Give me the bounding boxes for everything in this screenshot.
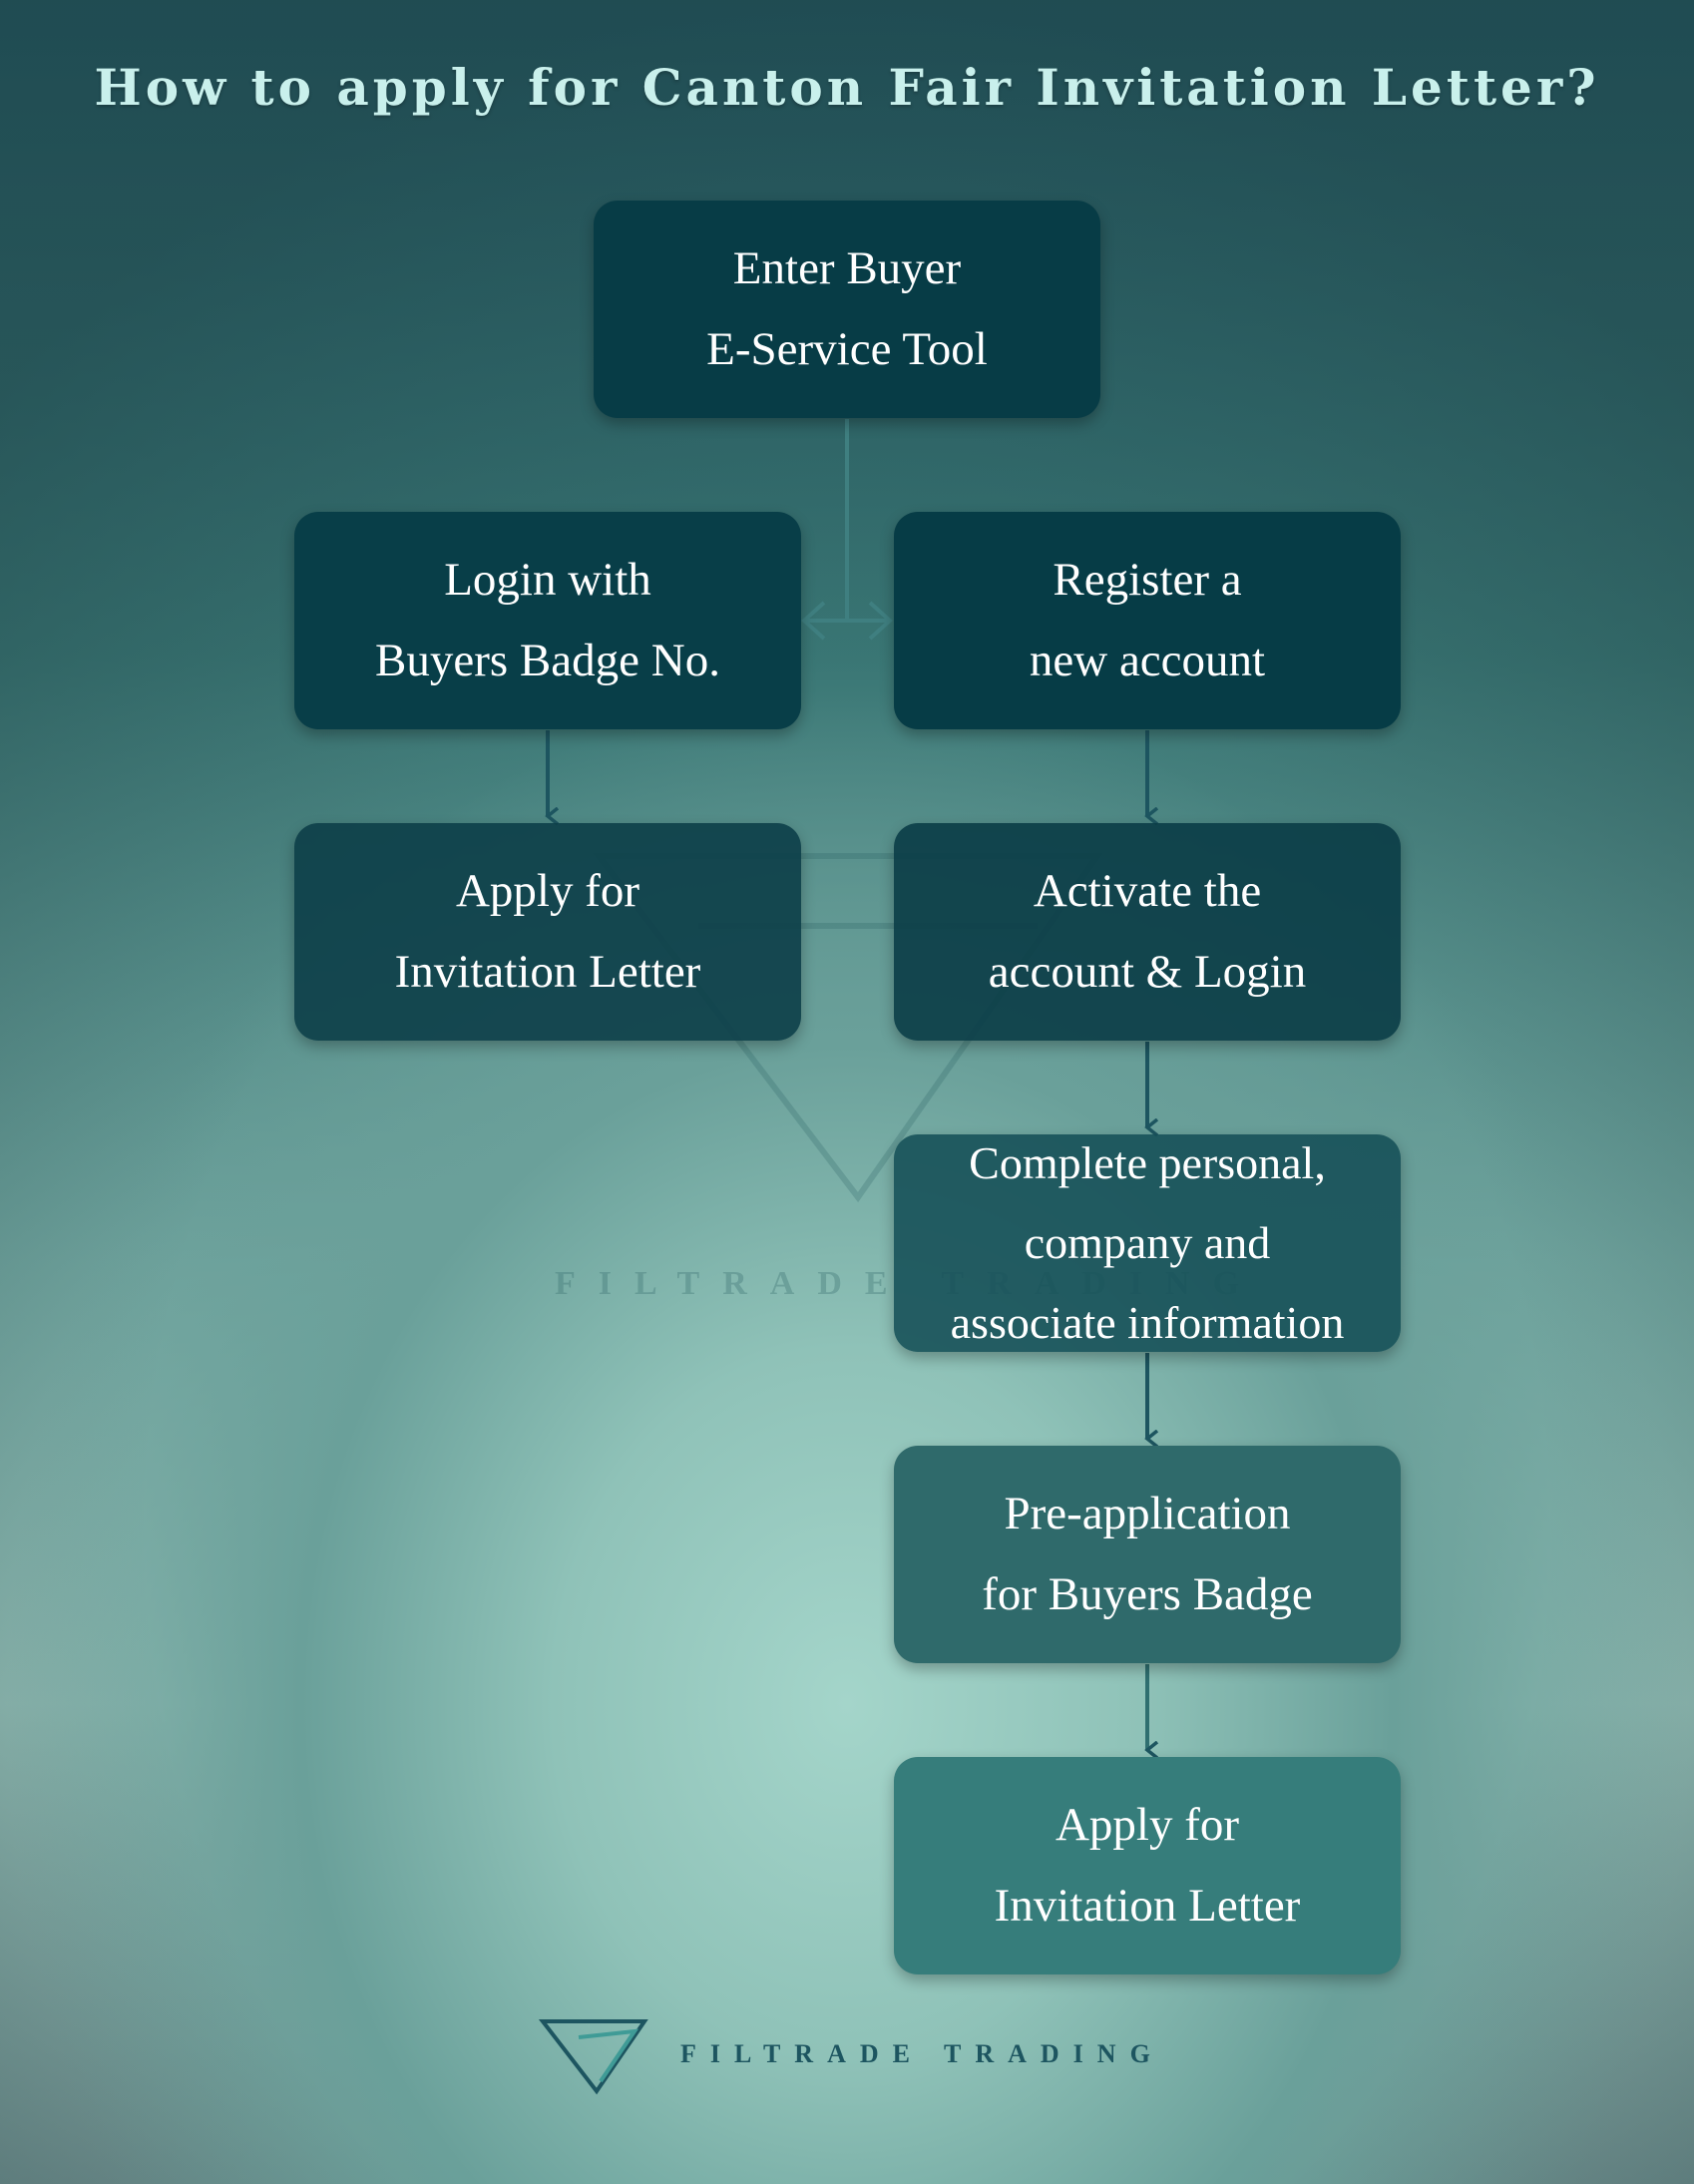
step-activate-login[interactable]: Activate the account & Login bbox=[894, 823, 1401, 1041]
arrow-right-icon bbox=[868, 601, 893, 641]
triangle-logo-icon bbox=[539, 2019, 648, 2095]
step-label-line: Buyers Badge No. bbox=[375, 635, 720, 686]
step-label-line: Register a bbox=[1053, 554, 1242, 606]
step-label-line: new account bbox=[1029, 635, 1266, 686]
step-label-line: E-Service Tool bbox=[706, 323, 988, 375]
footer-brand: FILTRADE TRADING bbox=[680, 2039, 1164, 2068]
arrow-left-icon bbox=[801, 601, 826, 641]
step-label-line: Complete personal, bbox=[969, 1137, 1326, 1188]
step-label-line: Pre-application bbox=[1004, 1488, 1291, 1539]
step-label-line: Activate the bbox=[1033, 865, 1262, 917]
step-label-line: Invitation Letter bbox=[394, 946, 701, 998]
step-label-line: company and bbox=[1024, 1217, 1271, 1268]
step-label-line: for Buyers Badge bbox=[982, 1568, 1313, 1620]
step-preapplication-badge[interactable]: Pre-application for Buyers Badge bbox=[894, 1446, 1401, 1663]
step-label-line: Enter Buyer bbox=[732, 242, 962, 294]
step-label-line: Invitation Letter bbox=[994, 1880, 1301, 1932]
step-label-line: Login with bbox=[444, 554, 651, 606]
page-title: How to apply for Canton Fair Invitation … bbox=[94, 58, 1600, 117]
step-register-account[interactable]: Register a new account bbox=[894, 512, 1401, 729]
step-label-line: Apply for bbox=[1055, 1799, 1240, 1851]
step-label-line: account & Login bbox=[988, 946, 1307, 998]
step-label-line: Apply for bbox=[455, 865, 640, 917]
step-label-line: associate information bbox=[950, 1297, 1345, 1348]
step-complete-information[interactable]: Complete personal, company and associate i… bbox=[894, 1134, 1401, 1352]
